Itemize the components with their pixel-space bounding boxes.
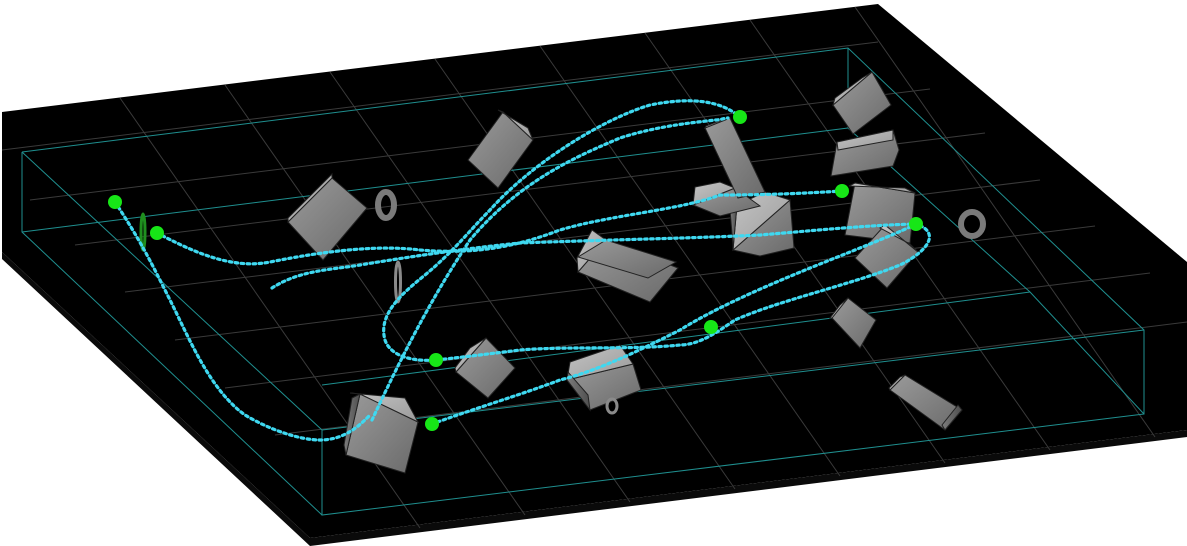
trajectory-path — [270, 99, 931, 362]
waypoints — [108, 110, 923, 431]
waypoint-marker — [429, 353, 443, 367]
box-icon — [467, 109, 534, 189]
box-face — [566, 344, 634, 381]
box-face — [287, 172, 333, 224]
waypoint-marker — [733, 110, 747, 124]
trajectory-path — [113, 200, 372, 442]
box-icon — [703, 117, 766, 199]
waypoint-marker — [704, 320, 718, 334]
box-icon — [854, 224, 919, 289]
box-icon — [888, 374, 963, 431]
trajectories — [113, 99, 931, 442]
box-icon — [566, 344, 642, 412]
box-face — [828, 297, 849, 319]
torus-icon — [394, 260, 402, 304]
torus-icon — [958, 209, 986, 239]
box-face — [576, 239, 678, 279]
box-icon — [830, 129, 900, 177]
waypoint-marker — [835, 184, 849, 198]
box-face — [343, 393, 361, 456]
box-face — [832, 71, 873, 107]
box-icon — [832, 71, 892, 135]
floor-front-edge — [2, 252, 1187, 546]
obstacles — [287, 71, 963, 474]
box-face — [941, 404, 963, 431]
waypoint-marker — [108, 195, 122, 209]
waypoint-marker — [909, 217, 923, 231]
box-face — [836, 129, 894, 151]
torus-icon — [605, 397, 619, 415]
box-face — [566, 370, 591, 412]
box-face — [349, 392, 420, 424]
trajectory-path — [370, 116, 730, 422]
box-face — [888, 374, 906, 391]
waypoint-marker — [425, 417, 439, 431]
box-icon — [576, 239, 678, 279]
box-face — [497, 109, 534, 141]
trajectory-path — [155, 189, 844, 266]
trajectory-path — [430, 222, 918, 426]
box-face — [878, 224, 919, 253]
box-icon — [828, 297, 877, 349]
box-icon — [287, 172, 368, 261]
torus-icon — [375, 189, 397, 221]
box-face — [848, 182, 916, 194]
waypoint-marker — [150, 226, 164, 240]
box-icon — [343, 392, 420, 474]
